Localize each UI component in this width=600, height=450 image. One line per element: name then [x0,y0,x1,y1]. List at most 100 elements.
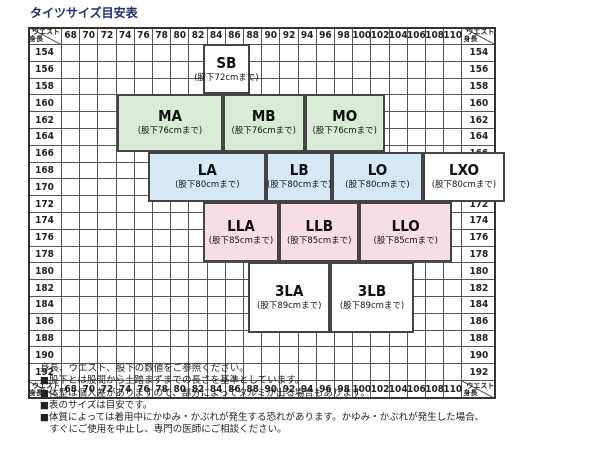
size-code: LB [289,161,309,180]
waist-header-top: 88 [244,27,263,45]
size-code: MO [332,107,358,126]
grid-cell [389,95,408,113]
grid-cell [171,330,190,348]
size-box-llo: LLO(股下85cmまで) [359,201,453,263]
grid-cell [116,196,135,213]
size-box-la: LA(股下80cmまで) [148,151,267,202]
grid-cell [62,78,81,96]
corner-waist-label: ウエスト [466,382,495,390]
size-inseam: (股下85cmまで) [287,235,352,246]
grid-cell [189,364,208,381]
grid-cell [62,213,81,230]
waist-header-top: 76 [134,27,153,45]
grid-cell [98,78,117,96]
grid-cell [62,145,81,163]
grid-cell [116,263,135,281]
size-inseam: (股下85cmまで) [208,235,274,246]
grid-cell [134,229,153,247]
grid-cell [134,213,153,230]
size-inseam: (股下85cmまで) [373,235,438,246]
grid-cell [98,179,117,197]
grid-cell [189,280,208,297]
height-header-left: 188 [28,330,62,348]
grid-cell [262,364,281,381]
grid-cell [444,45,463,62]
size-inseam: (股下80cmまで) [345,180,410,191]
note-line: ■体型は個人差がありますので、部分によってタルミが出る場合もあります。 [40,387,370,399]
grid-cell [62,347,81,365]
grid-cell [134,297,153,314]
height-header-left: 158 [28,78,62,96]
grid-cell [389,129,408,146]
grid-cell [62,179,81,197]
size-code: MA [158,107,182,126]
grid-cell [80,297,99,314]
grid-cell [134,246,153,264]
grid-cell [116,280,135,297]
size-inseam: (股下80cmまで) [175,180,240,191]
grid-cell [98,196,117,213]
grid-cell [225,297,244,314]
grid-cell [316,61,335,79]
grid-cell [335,364,354,381]
grid-cell [189,297,208,314]
size-code: 3LB [357,282,387,301]
grid-cell [316,347,335,365]
grid-cell [371,347,390,365]
grid-cell [371,330,390,348]
grid-cell [444,129,463,146]
grid-cell [153,213,172,230]
size-box-sb: SB(股下72cmまで) [194,44,259,95]
height-header-left: 156 [28,61,62,79]
page-title: タイツサイズ目安表 [30,6,138,20]
waist-header-top: 94 [298,27,317,45]
grid-cell [444,229,463,247]
grid-cell [153,347,172,365]
grid-cell [280,330,299,348]
height-header-left: 174 [28,213,62,230]
size-code: LO [367,161,388,180]
height-header-left: 182 [28,280,62,297]
grid-cell [98,61,117,79]
grid-cell [407,45,426,62]
grid-cell [171,61,190,79]
grid-cell [244,45,263,62]
height-header-left: 176 [28,229,62,247]
grid-cell [134,330,153,348]
grid-cell [62,280,81,297]
grid-cell [426,330,445,348]
grid-cell [134,263,153,281]
corner-top-left: ウエスト身長 [28,27,62,45]
grid-cell [389,112,408,129]
grid-cell [407,297,426,314]
grid-cell [444,280,463,297]
size-box-3la: 3LA(股下89cmまで) [248,262,331,333]
grid-cell [116,313,135,331]
grid-cell [80,364,99,381]
grid-cell [171,213,190,230]
grid-cell [189,347,208,365]
grid-cell [444,313,463,331]
grid-cell [444,196,463,213]
grid-cell [426,364,445,381]
size-code: 3LA [274,282,304,301]
grid-cell [444,297,463,314]
grid-cell [207,280,226,297]
grid-cell [244,330,263,348]
grid-cell [116,297,135,314]
grid-cell [80,246,99,264]
size-box-mb: MB(股下76cmまで) [222,94,305,152]
size-box-lb: LB(股下80cmまで) [266,151,332,202]
grid-cell [80,213,99,230]
size-code: LA [197,161,217,180]
size-box-mo: MO(股下76cmまで) [304,94,385,152]
grid-cell [189,263,208,281]
grid-cell [262,61,281,79]
size-box-lxo: LXO(股下80cmまで) [423,151,505,202]
grid-cell [98,145,117,163]
grid-cell [153,61,172,79]
size-box-lo: LO(股下80cmまで) [332,151,423,202]
grid-cell [153,330,172,348]
grid-cell [389,61,408,79]
corner-waist-label: ウエスト [32,382,60,390]
